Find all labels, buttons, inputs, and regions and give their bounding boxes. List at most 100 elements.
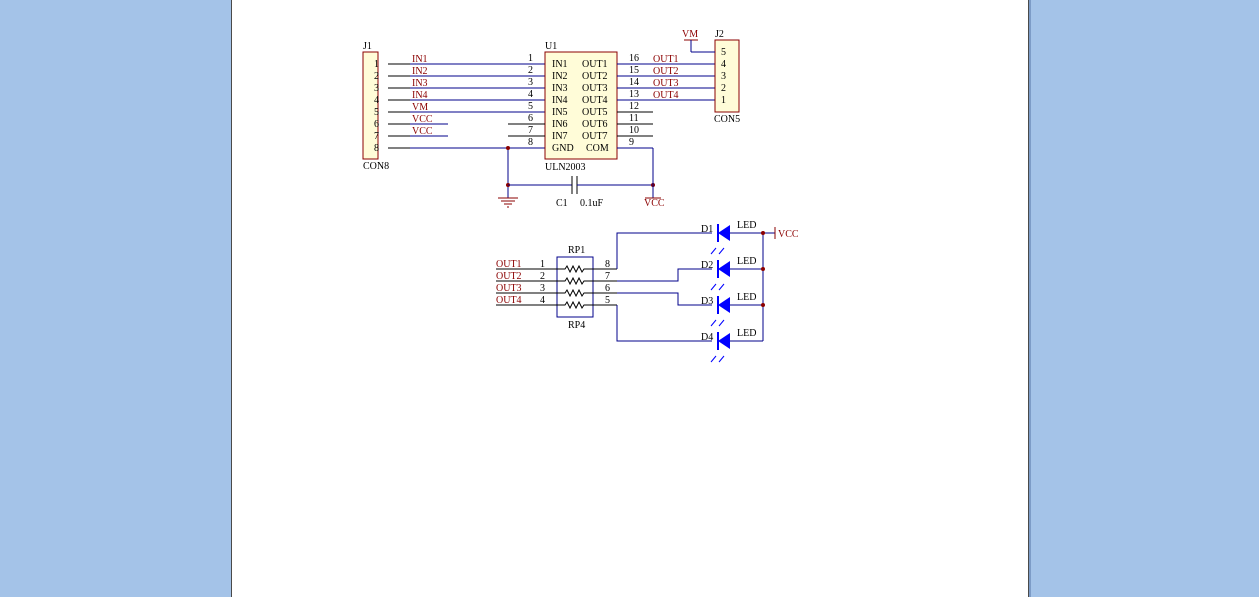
c1-value: 0.1uF [580, 198, 604, 209]
j2-connector: J2 CON5 5 4 3 2 1 VM [682, 29, 740, 125]
j1-body [362, 51, 379, 160]
net-label: IN4 [412, 90, 428, 101]
u1-pin-num: 5 [528, 101, 533, 112]
led-value: LED [737, 256, 756, 267]
j2-pin: 1 [721, 95, 726, 106]
u1-pin-label: IN3 [552, 83, 568, 94]
rp1-name: RP4 [568, 320, 585, 331]
net-label: VM [412, 102, 428, 113]
led-value: LED [737, 220, 756, 231]
rp1-pin: 1 [540, 259, 545, 270]
u1-pin-label: OUT1 [582, 59, 608, 70]
j1-pin: 5 [374, 107, 379, 118]
j1-pin: 8 [374, 143, 379, 154]
u1-pin-num: 6 [528, 113, 533, 124]
led-wires: VCC [616, 227, 799, 342]
light-emission-icon [710, 247, 725, 255]
j1-connector: J1 CON8 1 2 3 4 5 6 7 8 [362, 41, 410, 172]
u1-pin-num: 4 [528, 89, 533, 100]
u1-pin-label: IN6 [552, 119, 568, 130]
led-d2: D2 LED [701, 256, 756, 291]
net-label: IN2 [412, 66, 428, 77]
u1-pin-num: 12 [629, 101, 639, 112]
u1-pin-num: 10 [629, 125, 639, 136]
u1-pin-num: 3 [528, 77, 533, 88]
rp1-pin: 3 [540, 283, 545, 294]
u1-body [544, 51, 618, 160]
net-label: OUT2 [653, 66, 679, 77]
led-designator: D4 [701, 332, 713, 343]
u1-pin-label: IN2 [552, 71, 568, 82]
u1-pin-num: 2 [528, 65, 533, 76]
led-designator: D1 [701, 224, 713, 235]
j2-pin: 5 [721, 47, 726, 58]
net-label: VCC [412, 126, 433, 137]
c1-designator: C1 [556, 198, 568, 209]
net-label: OUT4 [496, 295, 522, 306]
rp1-pin: 5 [605, 295, 610, 306]
j1-name: CON8 [363, 161, 389, 172]
rp1-pin: 8 [605, 259, 610, 270]
j1-net-labels: IN1 IN2 IN3 IN4 VM VCC VCC [412, 54, 433, 137]
u1-pin-label: OUT3 [582, 83, 608, 94]
led-d1: D1 LED [701, 220, 756, 255]
j1-designator: J1 [363, 41, 372, 52]
j1-pin: 7 [374, 131, 379, 142]
u1-j2-wires: OUT1 OUT2 OUT3 OUT4 [617, 54, 715, 101]
net-label: VCC [412, 114, 433, 125]
u1-pin-label: OUT7 [582, 131, 608, 142]
j2-pin: 4 [721, 59, 726, 70]
j1-pin: 1 [374, 59, 379, 70]
j1-pin: 3 [374, 83, 379, 94]
u1-pin-num: 1 [528, 53, 533, 64]
rp1-pin: 7 [605, 271, 610, 282]
led-value: LED [737, 292, 756, 303]
u1-pin-label: IN4 [552, 95, 568, 106]
u1-name: ULN2003 [545, 162, 586, 173]
u1-pin-label: COM [586, 143, 609, 154]
net-label: OUT3 [653, 78, 679, 89]
resistor-pack-rp1: RP1 RP4 1 2 3 4 OUT1 OUT2 OUT3 OUT4 8 7 … [496, 245, 617, 331]
u1-pin-num: 7 [528, 125, 533, 136]
led-designator: D3 [701, 296, 713, 307]
light-emission-icon [710, 355, 725, 363]
u1-pin-label: OUT6 [582, 119, 608, 130]
led-designator: D2 [701, 260, 713, 271]
net-label: IN1 [412, 54, 428, 65]
net-label: OUT4 [653, 90, 679, 101]
j2-pin: 3 [721, 71, 726, 82]
u1-pin-label: GND [552, 143, 574, 154]
j1-pin: 6 [374, 119, 379, 130]
u1-pin-num: 15 [629, 65, 639, 76]
rp1-designator: RP1 [568, 245, 585, 256]
vcc-power-label: VCC [778, 229, 799, 240]
u1-pin-label: OUT4 [582, 95, 608, 106]
u1-pin-label: IN7 [552, 131, 568, 142]
j2-designator: J2 [715, 29, 724, 40]
light-emission-icon [710, 319, 725, 327]
j1-u1-wires [410, 63, 545, 149]
rp1-pin: 4 [540, 295, 545, 306]
u1-chip: U1 ULN2003 1 2 3 4 5 6 7 8 IN1 IN2 IN3 I… [508, 41, 653, 173]
u1-pin-num: 11 [629, 113, 639, 124]
led-d4: D4 LED [701, 328, 756, 363]
u1-pin-num: 9 [629, 137, 634, 148]
u1-pin-label: IN1 [552, 59, 568, 70]
net-label: OUT2 [496, 271, 522, 282]
u1-designator: U1 [545, 41, 557, 52]
j2-name: CON5 [714, 114, 740, 125]
rp1-pin: 6 [605, 283, 610, 294]
vcc-power-label: VCC [644, 198, 665, 209]
net-label: OUT3 [496, 283, 522, 294]
j1-pin: 2 [374, 71, 379, 82]
j1-pin: 4 [374, 95, 379, 106]
led-d3: D3 LED [701, 292, 756, 327]
u1-pin-num: 16 [629, 53, 639, 64]
decoupling-capacitor-c1: VCC C1 0.1uF [498, 146, 665, 209]
u1-pin-num: 8 [528, 137, 533, 148]
net-label: IN3 [412, 78, 428, 89]
u1-pin-label: OUT2 [582, 71, 608, 82]
ground-icon [498, 197, 518, 208]
j2-pin: 2 [721, 83, 726, 94]
